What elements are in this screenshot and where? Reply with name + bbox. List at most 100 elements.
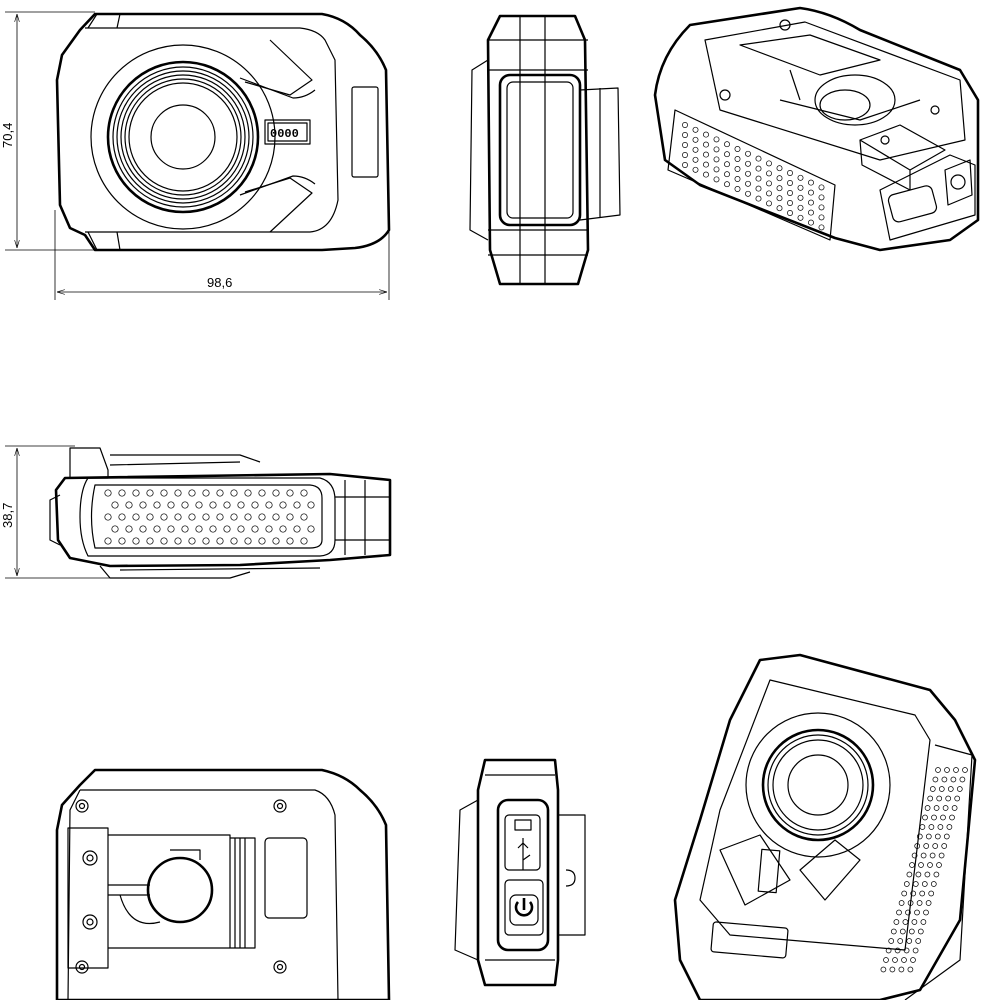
grip-dot xyxy=(188,537,196,545)
grip-dot xyxy=(787,170,793,176)
grip-dot xyxy=(703,151,709,158)
grip-dot xyxy=(181,525,189,533)
grip-dot xyxy=(787,180,793,186)
grip-dot xyxy=(890,928,897,935)
grip-dot xyxy=(692,156,699,163)
grip-dot xyxy=(923,909,929,916)
grip-dot xyxy=(949,814,955,821)
grip-dot xyxy=(898,966,905,973)
grip-dot xyxy=(153,525,161,533)
grip-dot xyxy=(682,162,688,168)
grip-dot xyxy=(202,489,210,497)
grip-dot xyxy=(139,501,147,509)
grip-dot xyxy=(146,513,154,521)
grip-dot xyxy=(713,166,720,173)
grip-dot xyxy=(880,966,887,973)
grip-dot xyxy=(146,489,154,497)
grip-dot xyxy=(160,513,168,521)
grip-dot xyxy=(713,146,720,153)
grip-dot xyxy=(922,814,928,821)
grip-dot xyxy=(745,190,751,197)
grip-dot xyxy=(776,195,783,202)
grip-dot xyxy=(919,824,926,830)
grip-dot xyxy=(755,175,762,182)
grip-dot xyxy=(797,204,804,211)
grip-dot xyxy=(932,843,939,849)
grip-texture-top-iso xyxy=(682,122,825,231)
grip-dot xyxy=(776,175,783,182)
grip-dot xyxy=(272,537,280,545)
grip-dot xyxy=(942,805,949,811)
grip-dot xyxy=(787,190,793,196)
grip-dot xyxy=(797,194,804,201)
grip-dot xyxy=(724,161,730,168)
grip-dot xyxy=(906,938,913,944)
grip-dot xyxy=(888,938,895,944)
grip-dot xyxy=(755,195,762,202)
grip-dot xyxy=(938,786,945,792)
grip-dot xyxy=(745,180,751,187)
grip-dot xyxy=(787,200,793,206)
grip-dot xyxy=(745,170,751,177)
grip-dot xyxy=(160,489,168,497)
grip-dot xyxy=(929,852,936,859)
grip-dot xyxy=(927,862,933,868)
grip-dot xyxy=(903,947,910,954)
grip-dot xyxy=(104,537,112,545)
grip-dot xyxy=(929,786,936,792)
grip-dot xyxy=(907,966,914,973)
grip-dot xyxy=(300,537,308,545)
grip-dot xyxy=(265,501,273,509)
grip-dot xyxy=(931,814,937,821)
grip-dot xyxy=(300,513,308,521)
grip-dot xyxy=(132,513,140,521)
grip-dot xyxy=(265,525,273,533)
grip-dot xyxy=(724,141,730,148)
grip-dot xyxy=(909,862,915,868)
grip-dot xyxy=(118,489,126,497)
grip-dot xyxy=(912,947,919,954)
grip-dot xyxy=(911,919,918,925)
grip-dot xyxy=(928,890,935,897)
grip-dot xyxy=(899,928,906,935)
grip-dot xyxy=(724,151,730,158)
grip-dot xyxy=(293,525,301,533)
grip-dot xyxy=(251,501,259,509)
grip-dot xyxy=(946,824,953,830)
grip-dot xyxy=(724,171,730,178)
grip-dot xyxy=(915,871,922,878)
grip-dot xyxy=(897,938,904,944)
grip-dot xyxy=(703,161,709,168)
grip-dot xyxy=(272,489,280,497)
grip-dot xyxy=(300,489,308,497)
grip-dot xyxy=(924,805,931,811)
grip-dot xyxy=(703,131,709,138)
grip-dot xyxy=(924,871,931,878)
grip-dot xyxy=(917,928,924,935)
grip-dot xyxy=(734,176,741,182)
grip-dot xyxy=(940,814,946,821)
height-dimension-label: 70,4 xyxy=(0,123,15,148)
grip-dot xyxy=(959,776,966,783)
grip-dot xyxy=(935,767,941,773)
width-dimension-label: 98,6 xyxy=(207,275,232,290)
grip-dot xyxy=(160,537,168,545)
grip-dot xyxy=(682,152,688,158)
grip-dot xyxy=(916,833,923,840)
grip-dot xyxy=(921,881,928,887)
grip-dot xyxy=(703,141,709,148)
grip-dot xyxy=(818,224,825,231)
grip-dot xyxy=(941,776,948,783)
grip-dot xyxy=(755,185,762,192)
grip-dot xyxy=(279,525,287,533)
grip-dot xyxy=(230,489,238,497)
grip-dot xyxy=(954,795,961,802)
grip-dot xyxy=(174,513,182,521)
grip-dot xyxy=(928,824,935,830)
grip-dot xyxy=(713,176,720,183)
grip-dot xyxy=(920,852,927,859)
grip-dot xyxy=(956,786,963,792)
grip-dot xyxy=(279,501,287,509)
grip-dot xyxy=(195,525,203,533)
grip-dot xyxy=(937,824,944,830)
